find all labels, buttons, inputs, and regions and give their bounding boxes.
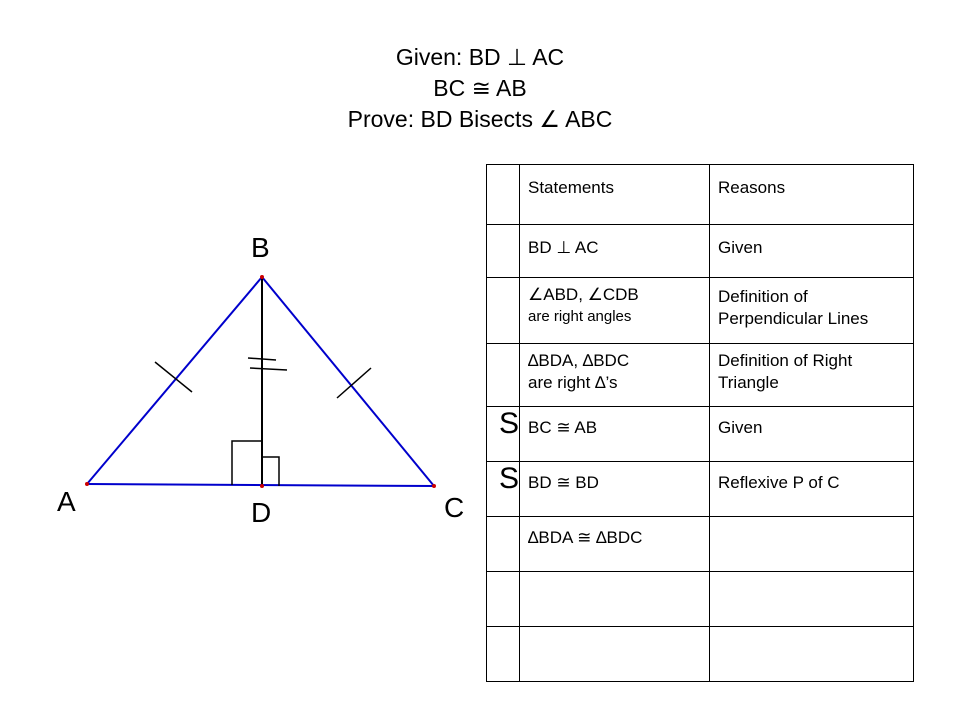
tick-mark-ab: [154, 361, 193, 393]
given-congruent: BC ≅ AB: [433, 75, 527, 101]
label-c: C: [444, 492, 465, 523]
table-row: S BD ≅ BD Reflexive P of C: [486, 461, 914, 517]
right-angle-right: [263, 456, 280, 486]
reason-text: Definition of Right Triangle: [718, 351, 853, 392]
statement-text: ∆BDA, ∆BDC: [528, 351, 630, 370]
table-row: BD ⊥ AC Given: [486, 224, 914, 278]
side-tag: S: [499, 462, 520, 495]
table-row: [486, 626, 914, 682]
reason-text: Definition of Perpendicular Lines: [718, 287, 869, 328]
label-b: B: [251, 232, 270, 263]
proof-table: Statements Reasons BD ⊥ AC Given ∠ABD, ∠…: [486, 164, 914, 682]
point-d: [260, 484, 264, 488]
table-row: S BC ≅ AB Given: [486, 406, 914, 462]
side-tag: S: [499, 407, 520, 440]
statement-subtext: are right ∆’s: [528, 373, 618, 392]
point-b: [260, 275, 264, 279]
reason-text: Reflexive P of C: [718, 473, 840, 492]
point-a: [85, 482, 89, 486]
statement-text: BC ≅ AB: [528, 418, 598, 437]
triangle-diagram: [85, 275, 436, 488]
double-tick-bd-2: [249, 367, 288, 371]
header-reasons: Reasons: [709, 164, 914, 225]
double-tick-bd-1: [247, 357, 277, 361]
table-row: ∆BDA ≅ ∆BDC: [486, 516, 914, 572]
side-ab: [86, 276, 263, 485]
right-angle-left: [231, 440, 262, 485]
tick-mark-bc: [336, 367, 372, 399]
reason-text: Given: [718, 418, 763, 437]
header-statements: Statements: [519, 164, 710, 225]
statement-text: ∠ABD, ∠CDB: [528, 285, 639, 304]
reason-text: Given: [718, 238, 763, 257]
statement-text: ∆BDA ≅ ∆BDC: [528, 528, 643, 547]
table-header-row: Statements Reasons: [486, 164, 914, 225]
problem-header: Given: BD ⊥ AC BC ≅ AB Prove: BD Bisects…: [0, 42, 960, 135]
table-row: ∠ABD, ∠CDB are right angles Definition o…: [486, 277, 914, 344]
statement-subtext: are right angles: [528, 308, 632, 325]
prove-statement: Prove: BD Bisects ∠ ABC: [347, 106, 613, 132]
label-a: A: [57, 486, 76, 517]
table-row: ∆BDA, ∆BDC are right ∆’s Definition of R…: [486, 343, 914, 407]
label-d: D: [251, 497, 272, 528]
point-c: [432, 484, 436, 488]
statement-text: BD ≅ BD: [528, 473, 599, 492]
side-bc: [261, 276, 435, 487]
given-perpendicular: Given: BD ⊥ AC: [395, 44, 565, 70]
statement-text: BD ⊥ AC: [528, 238, 599, 257]
table-row: [486, 571, 914, 627]
